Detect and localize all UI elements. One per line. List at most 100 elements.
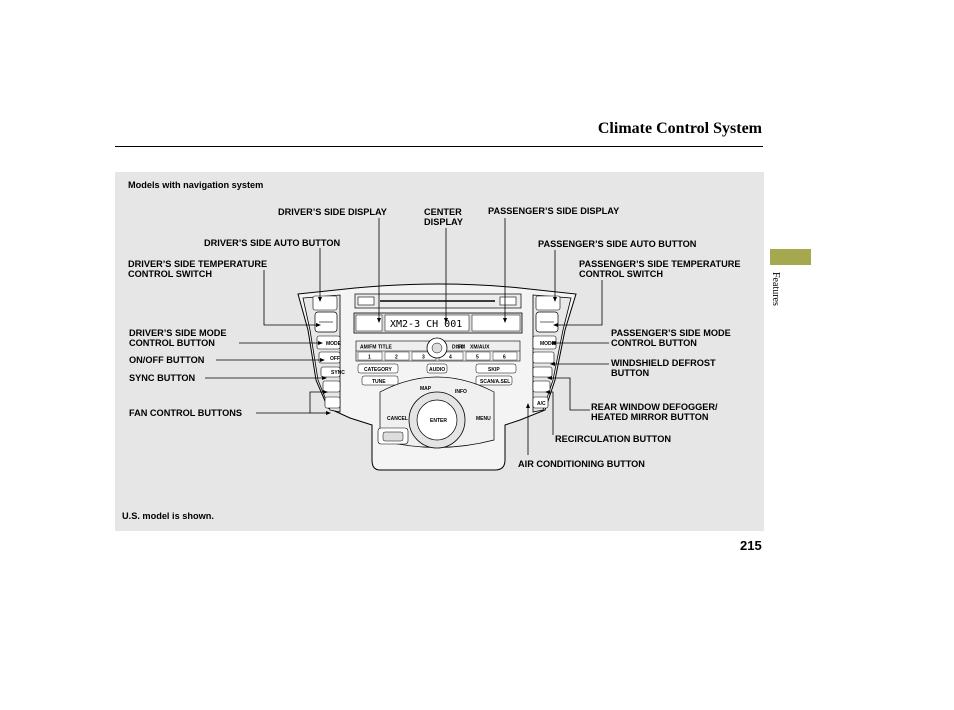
- arrow-driver-auto: [318, 297, 322, 302]
- volume-knob-center: [431, 342, 443, 354]
- callout-passenger-temp: PASSENGER’S SIDE TEMPERATURE CONTROL SWI…: [579, 259, 741, 279]
- passengers-side-display: [471, 314, 521, 332]
- arrow-passengers-display: [503, 318, 507, 323]
- caption-bottom: U.S. model is shown.: [122, 511, 214, 521]
- preset-button-2: [384, 351, 410, 361]
- arrow-windshield-defrost: [550, 362, 555, 366]
- driver-auto-button: [312, 295, 338, 311]
- preset-label-5: 5: [476, 355, 479, 361]
- callout-rear-defogger: REAR WINDOW DEFOGGER/ HEATED MIRROR BUTT…: [591, 402, 718, 422]
- sync-label: SYNC: [331, 370, 345, 376]
- arrow-air-conditioning: [526, 403, 530, 408]
- arrow-driver-temp: [316, 323, 321, 327]
- callout-windshield-defrost: WINDSHIELD DEFROST BUTTON: [611, 358, 716, 378]
- ac-label: A/C: [537, 401, 546, 407]
- leader-arrowheads: [316, 297, 558, 415]
- callout-driver-temp: DRIVER’S SIDE TEMPERATURE CONTROL SWITCH: [128, 259, 268, 279]
- arrow-fan-down: [326, 411, 331, 415]
- arrow-recirculation: [545, 390, 550, 394]
- arrow-driver-mode: [318, 341, 323, 345]
- rear-defrost-button: [532, 366, 553, 378]
- skip-label: SKIP: [488, 367, 500, 373]
- category-label: CATEGORY: [364, 367, 392, 373]
- callout-driver-auto: DRIVER’S SIDE AUTO BUTTON: [204, 238, 341, 248]
- leader-lines: [205, 218, 609, 455]
- preset-button-6: [492, 351, 518, 361]
- callout-drivers-display: DRIVER’S SIDE DISPLAY: [278, 207, 387, 217]
- callout-recirculation: RECIRCULATION BUTTON: [555, 434, 672, 444]
- lcd-readout: XM2-3 CH 001: [390, 319, 462, 330]
- preset-button-1: [357, 351, 383, 361]
- fan-up-button: [322, 380, 341, 393]
- sync-button: [320, 366, 341, 378]
- windshield-defrost-button: [532, 351, 555, 364]
- center-display: [384, 314, 470, 332]
- tune-label: TUNE: [372, 379, 386, 385]
- preset-label-6: 6: [503, 355, 506, 361]
- interface-dial-ring: [416, 399, 458, 441]
- info-label: INFO: [455, 389, 467, 395]
- scan-button: [475, 375, 513, 386]
- arrow-passenger-temp: [553, 323, 558, 327]
- cancel-label: CANCEL: [387, 416, 408, 422]
- driver-mode-button: [316, 335, 341, 350]
- fan-down-button: [324, 396, 341, 409]
- title-rule: [115, 146, 763, 147]
- map-label: MAP: [420, 386, 432, 392]
- callout-passenger-auto: PASSENGER’S SIDE AUTO BUTTON: [538, 239, 697, 249]
- recirculation-button: [532, 380, 551, 393]
- top-row-label: DISC: [452, 345, 464, 351]
- skip-button: [475, 363, 517, 374]
- enter-label: ENTER: [430, 418, 447, 424]
- passenger-mode-label: MODE: [540, 341, 556, 347]
- arrow-passenger-auto: [553, 297, 557, 302]
- callout-fan-control: FAN CONTROL BUTTONS: [129, 408, 242, 418]
- section-tab-marker: [770, 249, 811, 265]
- callout-driver-mode: DRIVER’S SIDE MODE CONTROL BUTTON: [129, 328, 227, 348]
- on-off-label: OFF: [330, 356, 340, 362]
- arrow-sync: [322, 376, 327, 380]
- leader-fan-up: [256, 391, 323, 414]
- preset-label-2: 2: [395, 355, 398, 361]
- leader-passenger-temp: [558, 280, 603, 326]
- arrow-passenger-mode: [551, 341, 556, 345]
- callout-passenger-mode: PASSENGER’S SIDE MODE CONTROL BUTTON: [611, 328, 731, 348]
- driver-mode-label: MODE: [326, 341, 342, 347]
- arrow-fan-up: [323, 390, 328, 394]
- preset-button-5: [465, 351, 491, 361]
- callout-air-conditioning: AIR CONDITIONING BUTTON: [518, 459, 645, 469]
- top-row-label: TITLE: [378, 345, 393, 351]
- callout-passengers-display: PASSENGER’S SIDE DISPLAY: [488, 206, 620, 216]
- scan-label: SCAN/A.SEL: [480, 379, 510, 385]
- page-number: 215: [740, 538, 762, 553]
- leader-rear-defogger: [552, 377, 590, 411]
- arrow-center-display: [444, 318, 448, 323]
- menu-label: MENU: [476, 416, 491, 422]
- preset-label-1: 1: [368, 355, 371, 361]
- top-row-label: XM/AUX: [470, 345, 490, 351]
- arrow-on-off: [320, 358, 325, 362]
- leader-recirculation: [550, 391, 554, 435]
- callout-sync: SYNC BUTTON: [129, 373, 196, 383]
- arrow-drivers-display: [377, 318, 381, 323]
- preset-label-4: 4: [449, 355, 452, 361]
- tune-button: [361, 375, 399, 386]
- audio-button: [426, 363, 448, 374]
- audio-label: AUDIO: [429, 367, 445, 373]
- caption-top: Models with navigation system: [128, 180, 264, 190]
- cancel-button: [382, 431, 404, 442]
- preset-label-3: 3: [422, 355, 425, 361]
- callout-on-off: ON/OFF BUTTON: [129, 355, 205, 365]
- category-button: [357, 363, 399, 374]
- top-row-label: FM: [458, 345, 465, 351]
- top-row-label: AM/FM: [360, 345, 376, 351]
- drivers-side-display: [355, 314, 383, 332]
- eject-button-right: [499, 296, 517, 306]
- leader-driver-temp: [263, 270, 316, 326]
- page-title: Climate Control System: [597, 120, 762, 137]
- arrow-rear-defogger: [547, 376, 552, 380]
- eject-button-left: [357, 296, 375, 306]
- callout-center-display: CENTER DISPLAY: [424, 207, 463, 227]
